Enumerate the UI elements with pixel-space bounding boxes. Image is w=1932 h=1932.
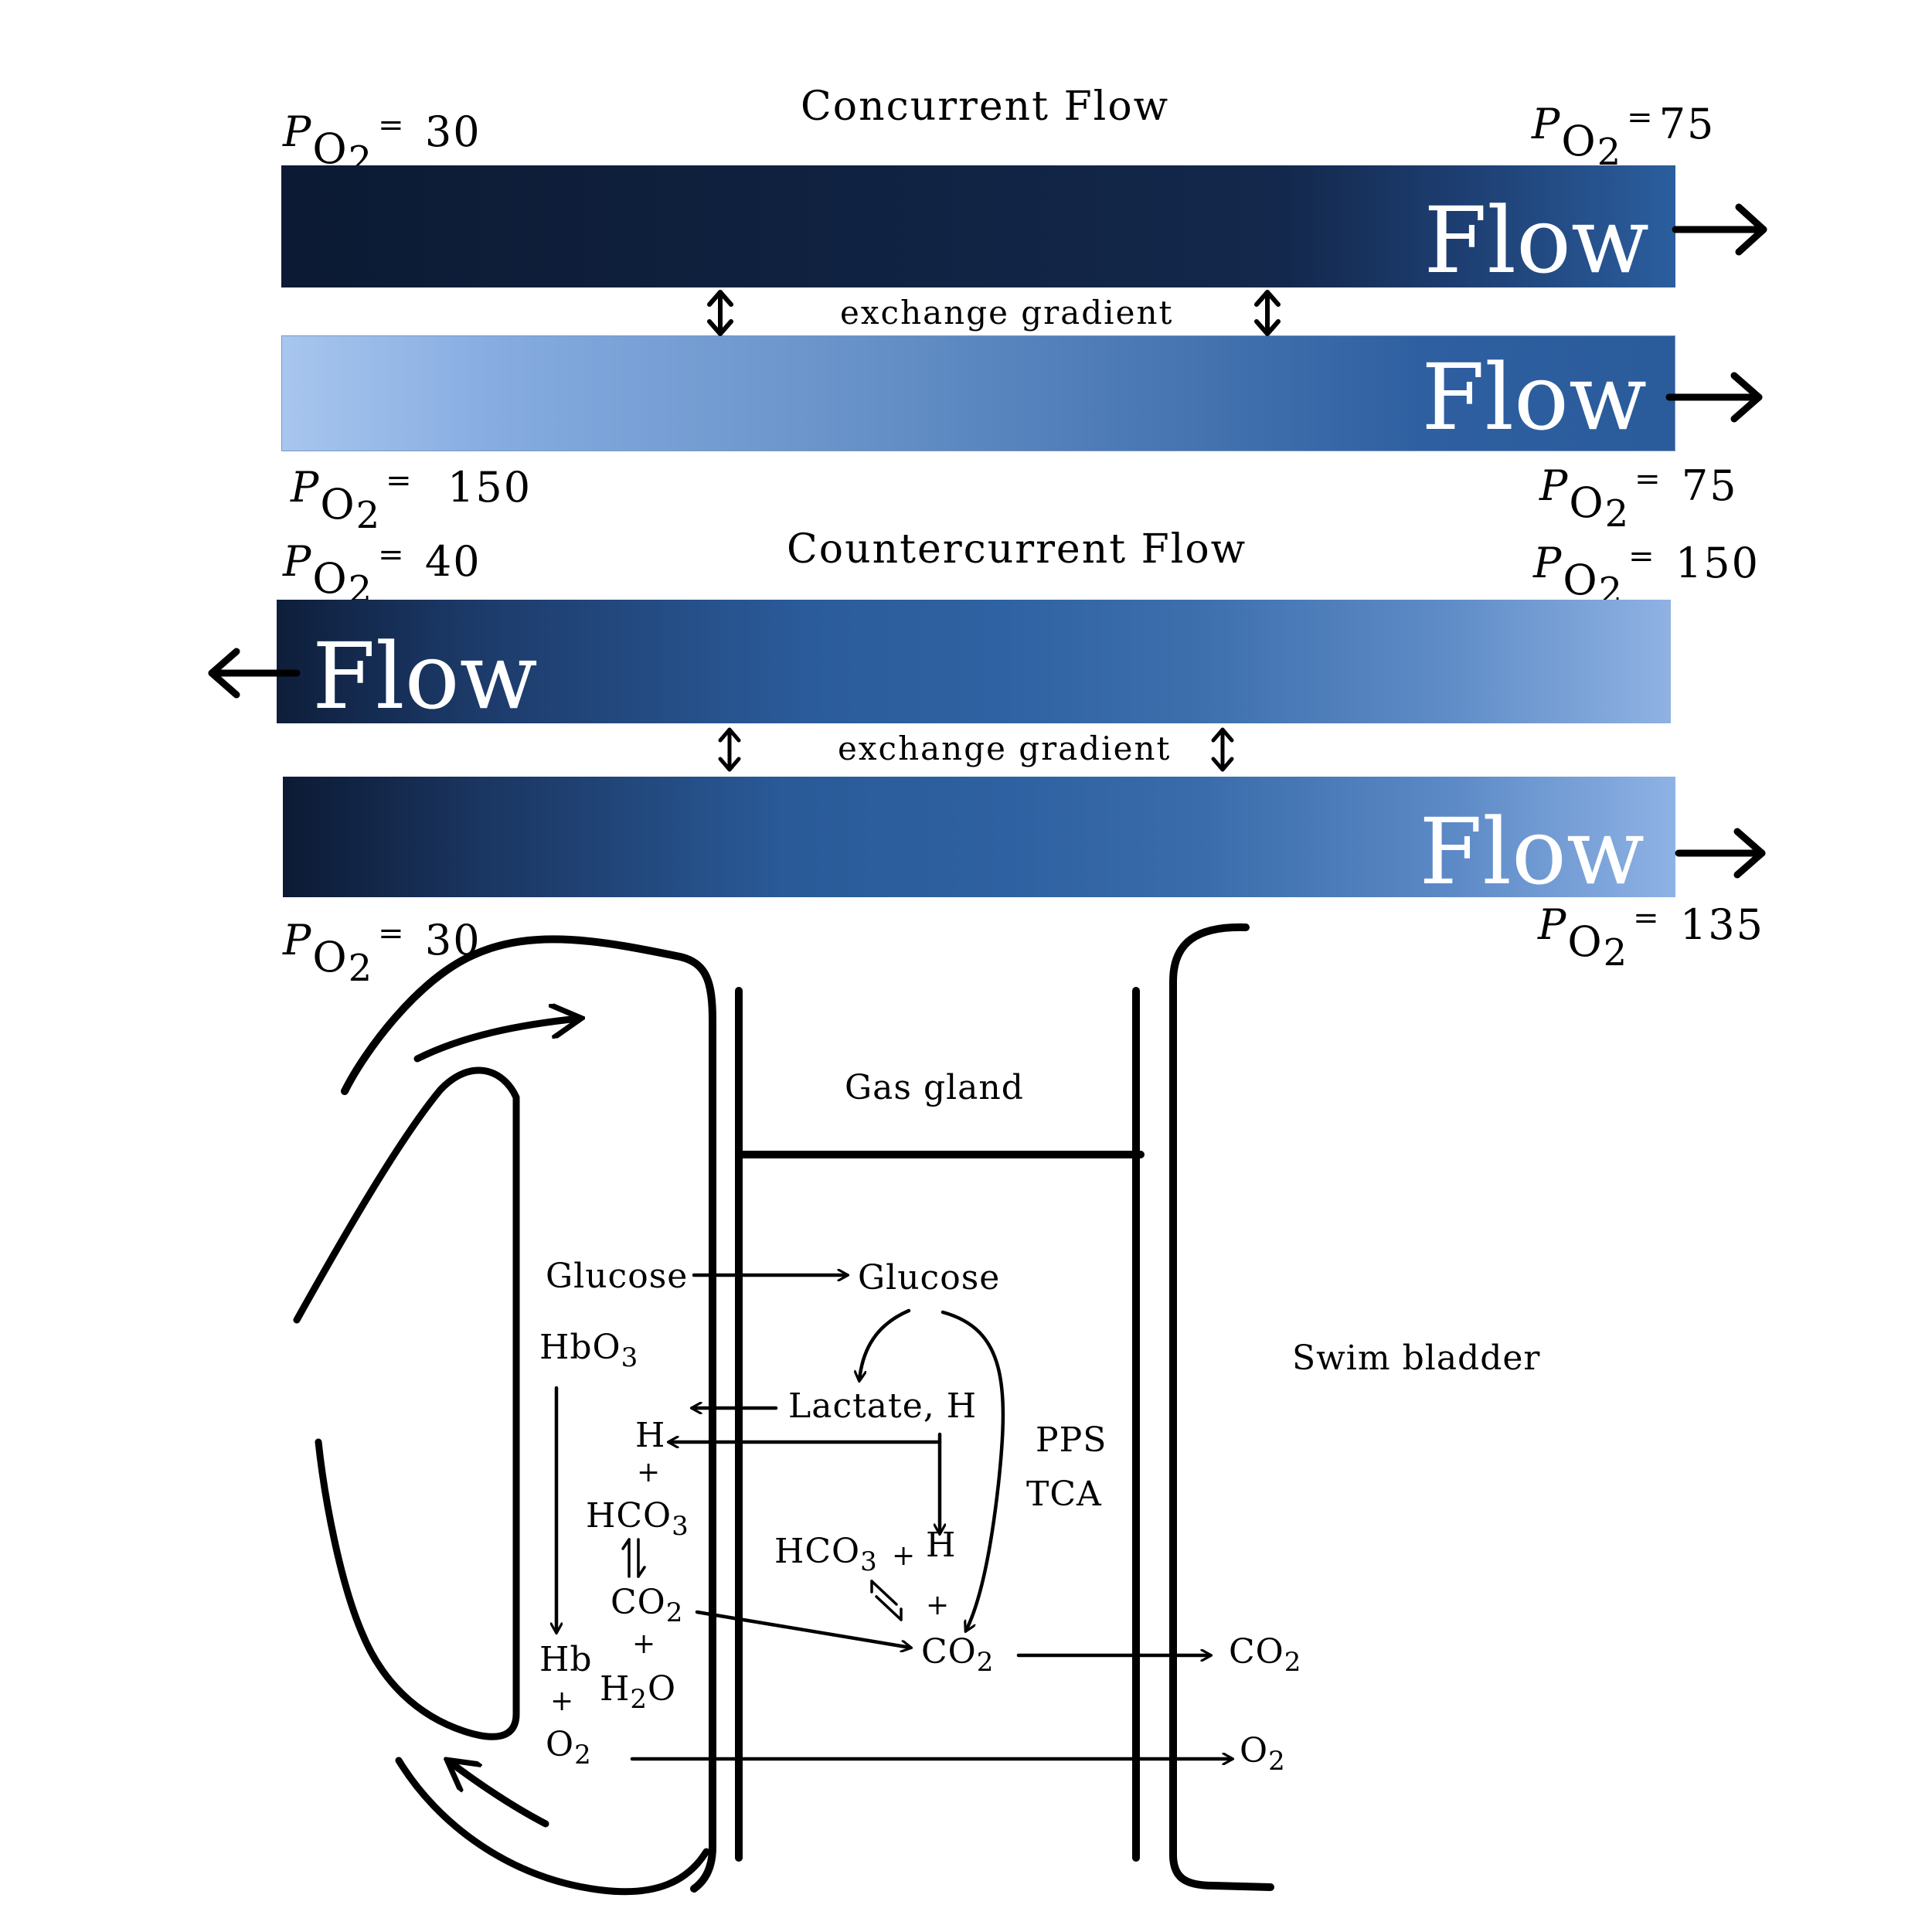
countercurrent-bottom-stream: Flow xyxy=(283,777,1675,897)
h-ion-label-right: H xyxy=(926,1526,957,1565)
blood-vessel-loop xyxy=(293,1019,710,1896)
co2-label-bladder: CO2 xyxy=(1229,1632,1302,1678)
flow-label: Flow xyxy=(1421,344,1647,451)
hbo3-label: HbO3 xyxy=(539,1328,639,1373)
flow-direction-arrow-concurrent-bottom xyxy=(1665,372,1763,423)
equilibrium-arrows-right xyxy=(870,1580,903,1621)
concurrent-exchange-gradient-label: exchange gradient xyxy=(840,294,1174,332)
po2-value: 150 xyxy=(1675,539,1760,587)
pps-label: PPS xyxy=(1036,1420,1107,1460)
co2-label-left: CO2 xyxy=(611,1583,684,1628)
hb-label: Hb xyxy=(539,1640,593,1679)
lactate-label: Lactate, H xyxy=(788,1386,978,1426)
exchange-arrow-concurrent-left xyxy=(707,290,733,336)
reaction-arrows xyxy=(556,1275,1232,1759)
po2-value: 30 xyxy=(424,107,481,156)
h2o-label: H2O xyxy=(600,1669,677,1715)
flow-direction-arrow-countercurrent-top xyxy=(208,648,301,699)
glucose-gland-label: Glucose xyxy=(858,1258,1001,1298)
gas-gland-label: Gas gland xyxy=(845,1068,1024,1107)
flow-direction-arrow-countercurrent-bottom xyxy=(1675,828,1766,879)
concurrent-top-stream: Flow xyxy=(281,165,1675,287)
po2-value: 40 xyxy=(424,537,481,586)
plus-sign: + xyxy=(632,1628,657,1660)
o2-label-bladder: O2 xyxy=(1240,1731,1286,1777)
po2-label-concurrent-top-right: PO2=75 xyxy=(1532,100,1716,174)
glucose-blood-label: Glucose xyxy=(546,1257,689,1296)
tca-label: TCA xyxy=(1026,1475,1102,1514)
flow-direction-arrow-concurrent-top xyxy=(1672,203,1767,256)
po2-label-concurrent-bottom-right: PO2= 75 xyxy=(1539,461,1738,536)
flow-label: Flow xyxy=(1423,187,1649,294)
po2-value: 135 xyxy=(1679,900,1764,949)
exchange-arrow-countercurrent-right xyxy=(1211,727,1234,772)
po2-label-countercurrent-top-left: PO2= 40 xyxy=(283,537,481,611)
flow-label: Flow xyxy=(312,623,538,730)
po2-value: 75 xyxy=(1681,461,1738,510)
co2-label-gland: CO2 xyxy=(921,1632,995,1678)
plus-sign: + xyxy=(892,1540,917,1572)
concurrent-flow-title: Concurrent Flow xyxy=(801,83,1170,130)
h-ion-label-left: H xyxy=(635,1416,666,1455)
countercurrent-flow-title: Countercurrent Flow xyxy=(787,526,1247,573)
hco3-label-right: HCO3 xyxy=(774,1532,878,1577)
gas-gland-walls xyxy=(341,923,1274,1893)
po2-label-concurrent-bottom-left: PO2= 150 xyxy=(291,463,532,537)
plus-sign: + xyxy=(926,1590,951,1621)
swim-bladder-label: Swim bladder xyxy=(1292,1338,1541,1378)
exchange-arrow-concurrent-right xyxy=(1254,290,1281,336)
plus-sign: + xyxy=(550,1685,575,1717)
po2-value: 75 xyxy=(1658,100,1716,148)
countercurrent-exchange-gradient-label: exchange gradient xyxy=(838,730,1172,767)
flow-label: Flow xyxy=(1419,798,1645,905)
po2-label-concurrent-top-left: PO2= 30 xyxy=(283,107,481,182)
exchange-arrow-countercurrent-left xyxy=(718,727,741,772)
o2-label-left: O2 xyxy=(546,1725,592,1770)
equilibrium-arrows-left xyxy=(621,1538,646,1578)
po2-label-countercurrent-bottom-right: PO2= 135 xyxy=(1538,900,1764,975)
plus-sign: + xyxy=(637,1457,662,1488)
concurrent-bottom-stream: Flow xyxy=(281,335,1675,451)
po2-label-countercurrent-top-right: PO2= 150 xyxy=(1533,539,1760,613)
po2-value: 150 xyxy=(447,463,532,512)
countercurrent-top-stream: Flow xyxy=(277,600,1671,723)
hco3-label-left: HCO3 xyxy=(586,1496,689,1542)
